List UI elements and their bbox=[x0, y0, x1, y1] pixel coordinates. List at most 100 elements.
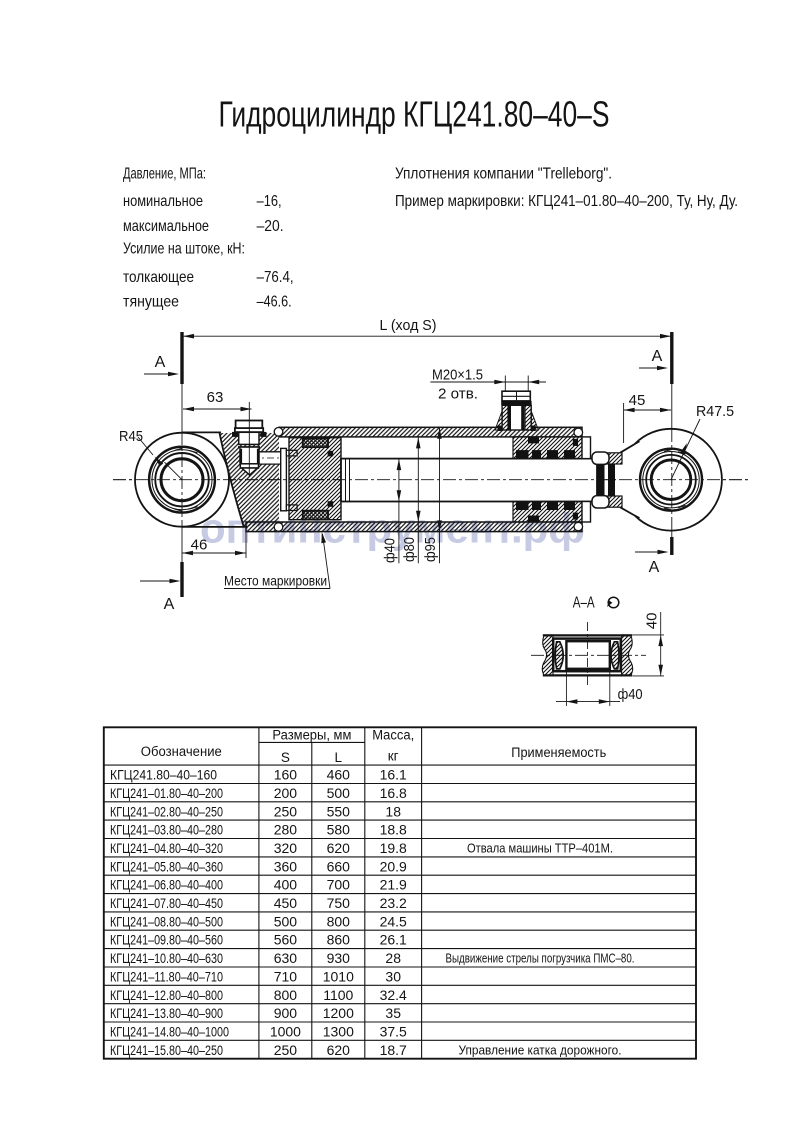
svg-text:КГЦ241–02.80–40–250: КГЦ241–02.80–40–250 bbox=[110, 803, 223, 819]
svg-text:18.7: 18.7 bbox=[380, 1042, 407, 1058]
svg-text:–20.: –20. bbox=[257, 218, 284, 235]
svg-text:450: 450 bbox=[274, 895, 298, 911]
svg-text:750: 750 bbox=[327, 895, 351, 911]
svg-text:30: 30 bbox=[385, 968, 401, 984]
svg-text:КГЦ241–11.80–40–710: КГЦ241–11.80–40–710 bbox=[110, 968, 223, 984]
svg-text:КГЦ241–12.80–40–800: КГЦ241–12.80–40–800 bbox=[110, 987, 223, 1003]
svg-text:КГЦ241–06.80–40–400: КГЦ241–06.80–40–400 bbox=[110, 877, 223, 893]
svg-text:35: 35 bbox=[385, 1005, 401, 1021]
svg-text:23.2: 23.2 bbox=[380, 895, 407, 911]
svg-text:L: L bbox=[335, 750, 343, 765]
svg-text:16.1: 16.1 bbox=[380, 767, 407, 783]
svg-text:тянущее: тянущее bbox=[123, 294, 179, 311]
svg-text:R47.5: R47.5 bbox=[696, 403, 734, 420]
svg-text:28: 28 bbox=[385, 950, 401, 966]
svg-text:630: 630 bbox=[274, 950, 298, 966]
svg-text:320: 320 bbox=[274, 840, 298, 856]
svg-text:КГЦ241–09.80–40–560: КГЦ241–09.80–40–560 bbox=[110, 932, 223, 948]
svg-text:18: 18 bbox=[385, 803, 401, 819]
svg-text:КГЦ241–14.80–40–1000: КГЦ241–14.80–40–1000 bbox=[110, 1024, 229, 1040]
svg-text:Усилие на штоке, кН:: Усилие на штоке, кН: bbox=[123, 241, 245, 258]
svg-text:360: 360 bbox=[274, 858, 298, 874]
svg-text:1300: 1300 bbox=[323, 1024, 354, 1040]
svg-text:500: 500 bbox=[327, 785, 351, 801]
svg-text:19.8: 19.8 bbox=[380, 840, 407, 856]
svg-text:–76.4,: –76.4, bbox=[257, 269, 294, 286]
svg-text:Давление, МПа:: Давление, МПа: bbox=[123, 165, 206, 182]
svg-text:Масса,: Масса, bbox=[372, 728, 414, 743]
svg-text:800: 800 bbox=[327, 913, 351, 929]
svg-text:20.9: 20.9 bbox=[380, 858, 407, 874]
svg-text:620: 620 bbox=[327, 840, 351, 856]
svg-text:ф80: ф80 bbox=[401, 537, 418, 562]
svg-text:А: А bbox=[652, 348, 663, 365]
svg-text:Применяемость: Применяемость bbox=[511, 745, 606, 760]
svg-text:37.5: 37.5 bbox=[380, 1024, 407, 1040]
svg-text:21.9: 21.9 bbox=[380, 877, 407, 893]
svg-text:580: 580 bbox=[327, 822, 351, 838]
svg-text:1200: 1200 bbox=[323, 1005, 354, 1021]
svg-text:2 отв.: 2 отв. bbox=[438, 386, 478, 403]
svg-text:550: 550 bbox=[327, 803, 351, 819]
svg-text:номинальное: номинальное bbox=[123, 193, 203, 210]
svg-text:250: 250 bbox=[274, 803, 298, 819]
svg-text:800: 800 bbox=[274, 987, 298, 1003]
svg-text:максимальное: максимальное bbox=[123, 218, 209, 235]
svg-text:46: 46 bbox=[191, 537, 208, 554]
svg-text:900: 900 bbox=[274, 1005, 298, 1021]
svg-text:ф95: ф95 bbox=[422, 537, 439, 562]
svg-text:700: 700 bbox=[327, 877, 351, 893]
svg-text:160: 160 bbox=[274, 767, 298, 783]
svg-text:КГЦ241–07.80–40–450: КГЦ241–07.80–40–450 bbox=[110, 895, 223, 911]
svg-text:63: 63 bbox=[207, 389, 224, 406]
svg-text:толкающее: толкающее bbox=[123, 269, 194, 286]
svg-text:250: 250 bbox=[274, 1042, 298, 1058]
svg-text:КГЦ241–10.80–40–630: КГЦ241–10.80–40–630 bbox=[110, 950, 223, 966]
svg-text:Гидроцилиндр КГЦ241.80–40–S: Гидроцилиндр КГЦ241.80–40–S bbox=[219, 94, 610, 135]
svg-text:620: 620 bbox=[327, 1042, 351, 1058]
svg-text:500: 500 bbox=[274, 913, 298, 929]
svg-text:18.8: 18.8 bbox=[380, 822, 407, 838]
svg-text:45: 45 bbox=[629, 392, 646, 409]
svg-text:R45: R45 bbox=[119, 428, 143, 445]
svg-text:S: S bbox=[281, 750, 290, 765]
svg-text:560: 560 bbox=[274, 932, 298, 948]
svg-text:Уплотнения компании "Trellebor: Уплотнения компании "Trelleborg". bbox=[395, 165, 612, 182]
svg-text:КГЦ241–15.80–40–250: КГЦ241–15.80–40–250 bbox=[110, 1042, 223, 1058]
svg-text:200: 200 bbox=[274, 785, 298, 801]
svg-text:–46.6.: –46.6. bbox=[257, 294, 292, 311]
svg-text:Место маркировки: Место маркировки bbox=[224, 573, 327, 589]
svg-text:M20×1.5: M20×1.5 bbox=[432, 367, 483, 384]
svg-text:Пример маркировки: КГЦ241–01.8: Пример маркировки: КГЦ241–01.80–40–200, … bbox=[395, 193, 738, 210]
svg-text:КГЦ241–08.80–40–500: КГЦ241–08.80–40–500 bbox=[110, 913, 223, 929]
svg-text:ф40: ф40 bbox=[382, 538, 399, 563]
svg-text:КГЦ241–01.80–40–200: КГЦ241–01.80–40–200 bbox=[110, 785, 223, 801]
svg-text:400: 400 bbox=[274, 877, 298, 893]
svg-text:А: А bbox=[164, 596, 175, 613]
svg-text:КГЦ241–13.80–40–900: КГЦ241–13.80–40–900 bbox=[110, 1005, 223, 1021]
svg-text:L (ход S): L (ход S) bbox=[380, 317, 437, 334]
svg-text:Выдвижение стрелы погрузчика П: Выдвижение стрелы погрузчика ПМС–80. bbox=[446, 952, 635, 966]
svg-text:А–А: А–А bbox=[573, 595, 595, 612]
svg-text:КГЦ241.80–40–160: КГЦ241.80–40–160 bbox=[110, 767, 217, 783]
svg-text:Отвала машины ТТР–401М.: Отвала машины ТТР–401М. bbox=[467, 842, 613, 856]
svg-text:16.8: 16.8 bbox=[380, 785, 407, 801]
svg-text:40: 40 bbox=[644, 613, 661, 630]
svg-text:710: 710 bbox=[274, 968, 298, 984]
svg-text:–16,: –16, bbox=[257, 193, 282, 210]
svg-text:860: 860 bbox=[327, 932, 351, 948]
svg-text:930: 930 bbox=[327, 950, 351, 966]
svg-text:660: 660 bbox=[327, 858, 351, 874]
svg-text:КГЦ241–04.80–40–320: КГЦ241–04.80–40–320 bbox=[110, 840, 223, 856]
svg-text:Управление катка дорожного.: Управление катка дорожного. bbox=[459, 1043, 622, 1057]
svg-text:32.4: 32.4 bbox=[380, 987, 407, 1003]
svg-text:460: 460 bbox=[327, 767, 351, 783]
svg-text:1000: 1000 bbox=[270, 1024, 301, 1040]
svg-text:24.5: 24.5 bbox=[380, 913, 407, 929]
svg-text:1100: 1100 bbox=[323, 987, 353, 1003]
svg-text:А: А bbox=[649, 559, 660, 576]
svg-text:26.1: 26.1 bbox=[380, 932, 407, 948]
svg-text:Размеры, мм: Размеры, мм bbox=[272, 728, 351, 743]
svg-text:280: 280 bbox=[274, 822, 298, 838]
svg-text:КГЦ241–03.80–40–280: КГЦ241–03.80–40–280 bbox=[110, 822, 223, 838]
